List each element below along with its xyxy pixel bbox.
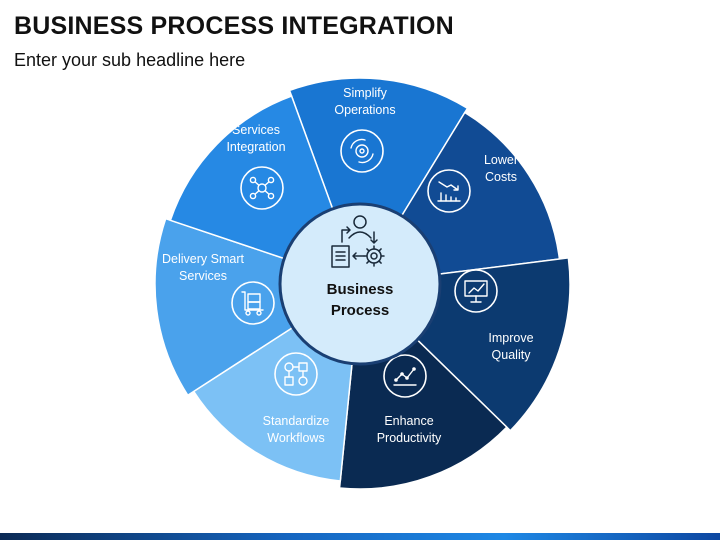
page-subtitle: Enter your sub headline here [14, 50, 246, 70]
declining-bar-chart-icon [427, 169, 471, 213]
workflow-icon [274, 352, 318, 396]
center-circle [278, 202, 442, 366]
target-cycle-icon [340, 129, 384, 173]
delivery-cart-icon [231, 281, 275, 325]
center-label-line1: Business [327, 281, 394, 298]
presentation-chart-icon [454, 269, 498, 313]
person-gear-document-icon [331, 215, 385, 268]
network-hub-icon [240, 166, 284, 210]
page-title: BUSINESS PROCESS INTEGRATION [14, 12, 454, 40]
line-chart-icon [383, 354, 427, 398]
center-label-line2: Process [331, 302, 389, 319]
footer-bar [0, 533, 720, 540]
